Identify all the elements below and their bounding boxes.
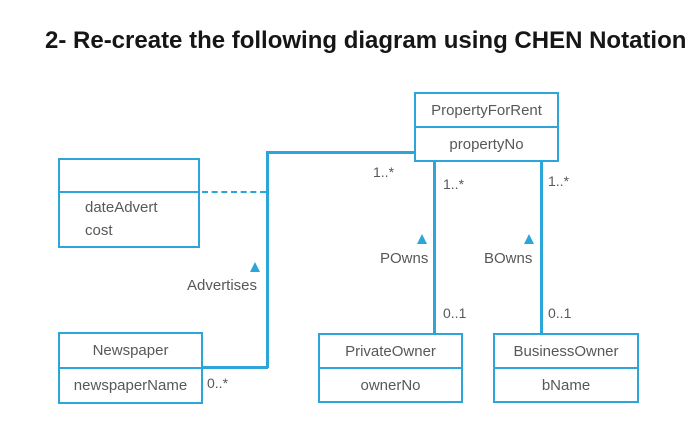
entity-business-owner-name: BusinessOwner bbox=[513, 342, 619, 360]
attribute-date-advert: dateAdvert bbox=[85, 199, 158, 216]
advertises-label: Advertises bbox=[187, 277, 258, 294]
advert-dashed-link bbox=[202, 191, 266, 193]
entity-property-for-rent-name: PropertyForRent bbox=[431, 101, 542, 119]
powns-connector bbox=[433, 162, 436, 333]
entity-newspaper-name: Newspaper bbox=[92, 342, 169, 359]
entity-newspaper: Newspaper newspaperName bbox=[58, 332, 203, 404]
entity-business-owner-attribute: bName bbox=[495, 367, 637, 401]
entity-private-owner: PrivateOwner ownerNo bbox=[318, 333, 463, 403]
entity-business-owner: BusinessOwner bName bbox=[493, 333, 639, 403]
bowns-label: BOwns bbox=[484, 250, 533, 267]
advertises-arrowhead-up-icon bbox=[250, 262, 260, 272]
advertises-newspaper-multiplicity: 0..* bbox=[207, 375, 229, 391]
advertises-connector-vertical bbox=[266, 151, 269, 368]
advertises-property-multiplicity: 1..* bbox=[373, 164, 395, 180]
powns-arrowhead-up-icon bbox=[417, 234, 427, 244]
entity-advert-details: dateAdvert cost bbox=[58, 158, 200, 248]
powns-property-multiplicity: 1..* bbox=[443, 176, 465, 192]
advertises-connector-bottom bbox=[200, 366, 268, 369]
bowns-owner-multiplicity: 0..1 bbox=[548, 305, 572, 321]
entity-property-for-rent-attribute: propertyNo bbox=[416, 126, 557, 160]
powns-label: POwns bbox=[380, 250, 429, 267]
powns-owner-multiplicity: 0..1 bbox=[443, 305, 467, 321]
bowns-connector bbox=[540, 162, 543, 333]
entity-newspaper-attribute: newspaperName bbox=[60, 367, 201, 402]
entity-advert-details-attributes: dateAdvert cost bbox=[60, 191, 198, 246]
entity-private-owner-attribute: ownerNo bbox=[320, 367, 461, 401]
bowns-property-multiplicity: 1..* bbox=[548, 173, 570, 189]
entity-property-for-rent: PropertyForRent propertyNo bbox=[414, 92, 559, 162]
bowns-arrowhead-up-icon bbox=[524, 234, 534, 244]
advertises-connector-top bbox=[266, 151, 414, 154]
page-title: 2- Re-create the following diagram using… bbox=[45, 27, 687, 54]
entity-advert-details-name bbox=[60, 160, 198, 191]
entity-private-owner-name: PrivateOwner bbox=[345, 342, 436, 360]
attribute-cost: cost bbox=[85, 221, 113, 239]
